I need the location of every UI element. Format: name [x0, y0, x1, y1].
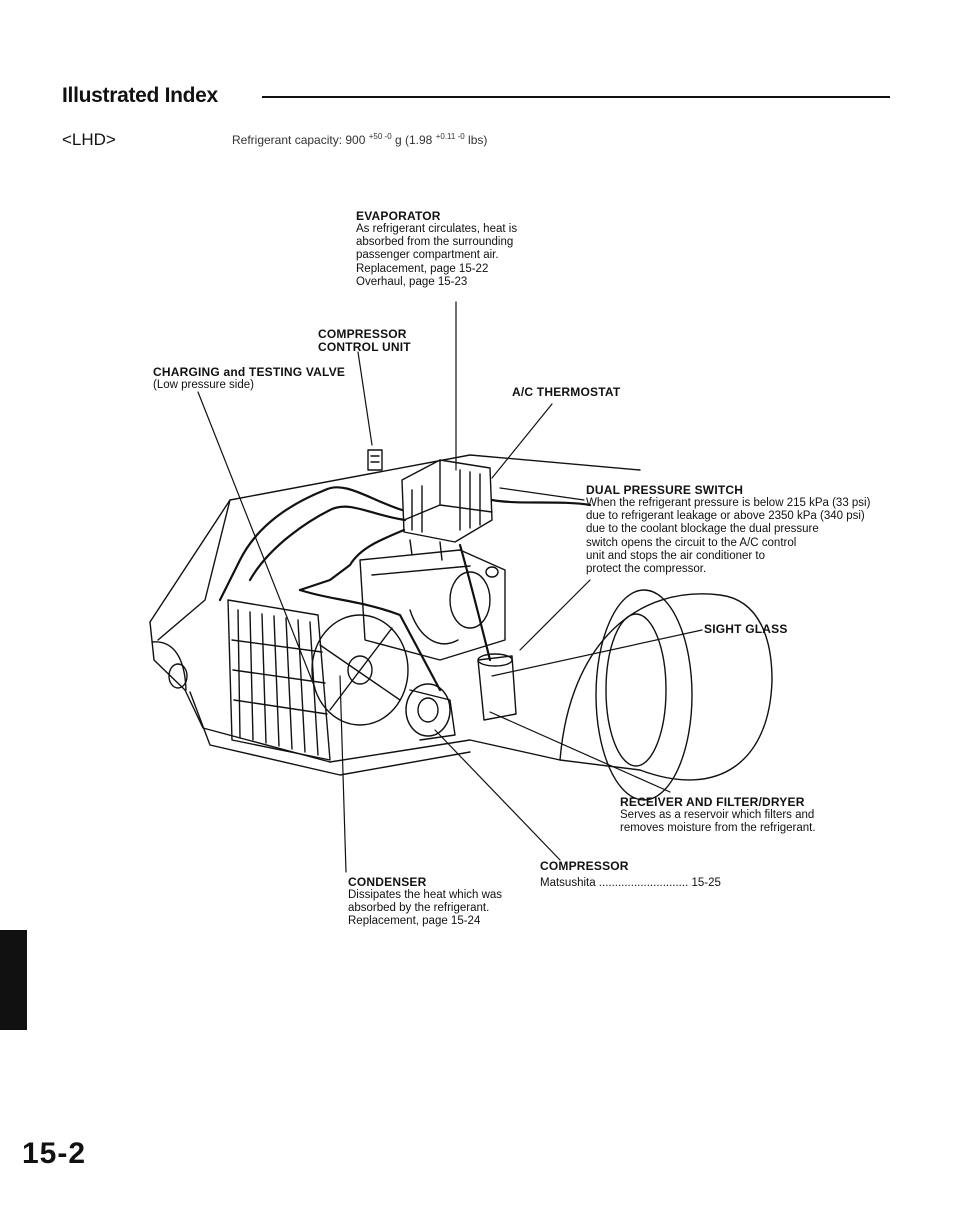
title-rule	[262, 96, 890, 98]
model-tag: <LHD>	[62, 130, 116, 149]
receiver-dryer-callout: RECEIVER AND FILTER/DRYER Serves as a re…	[620, 796, 816, 835]
ac-thermostat-label: A/C THERMOSTAT	[512, 385, 621, 399]
receiver-dryer-line: removes moisture from the refrigerant.	[620, 822, 816, 835]
leader-compressor-control-unit	[357, 351, 373, 446]
evaporator-line: As refrigerant circulates, heat is	[356, 223, 518, 235]
leader-dual-pressure-switch	[499, 487, 585, 501]
evaporator-unit	[401, 459, 493, 561]
dual-pressure-switch-line: due to refrigerant leakage or above 2350…	[586, 510, 865, 523]
condenser-unit	[227, 599, 331, 761]
compressor-unit	[405, 683, 456, 741]
capacity-tolerance-1: +50 -0	[368, 132, 392, 141]
page-number: 15-2	[22, 1137, 87, 1170]
leader-lines	[197, 301, 703, 873]
leader-receiver-dryer	[489, 711, 671, 793]
car-body	[149, 454, 641, 776]
dual-pressure-switch-line: unit and stops the air conditioner to	[586, 549, 766, 562]
compressor-control-unit-title: CONTROL UNIT	[318, 340, 411, 354]
evaporator-line: passenger compartment air.	[356, 249, 499, 262]
compressor-reference: Matsushita ............................ …	[540, 877, 721, 889]
cooling-fan	[311, 614, 409, 726]
charging-valve-title: CHARGING and TESTING VALVE	[153, 365, 346, 379]
condenser-line: Replacement, page 15-24	[348, 915, 481, 928]
leader-sight-glass	[491, 629, 703, 677]
compressor-title: COMPRESSOR	[540, 859, 629, 873]
dual-pressure-switch-line: due to the coolant blockage the dual pre…	[586, 523, 819, 536]
page-edge-tab	[0, 930, 27, 1030]
evaporator-line: absorbed from the surrounding	[356, 236, 514, 249]
evaporator-line: Overhaul, page 15-23	[356, 275, 468, 288]
condenser-line: absorbed by the refrigerant.	[348, 902, 490, 915]
leader-compressor	[434, 729, 561, 861]
dual-pressure-switch-line: protect the compressor.	[586, 563, 707, 576]
capacity-prefix: Refrigerant capacity: 900	[232, 133, 366, 147]
compressor-control-unit-title: COMPRESSOR	[318, 327, 407, 341]
evaporator-title: EVAPORATOR	[356, 209, 441, 223]
sight-glass-label: SIGHT GLASS	[704, 622, 788, 636]
receiver-dryer-unit	[477, 653, 517, 721]
section-title: Illustrated Index	[62, 84, 218, 107]
capacity-mid: g (1.98	[395, 133, 433, 147]
receiver-dryer-title: RECEIVER AND FILTER/DRYER	[620, 795, 805, 809]
front-wheel	[559, 589, 773, 801]
receiver-dryer-line: Serves as a reservoir which filters and	[620, 809, 815, 821]
dual-pressure-switch-line: switch opens the circuit to the A/C cont…	[586, 536, 797, 549]
compressor-callout: COMPRESSOR Matsushita ..................…	[540, 860, 721, 890]
control-unit	[367, 449, 383, 471]
refrigerant-capacity: Refrigerant capacity: 900 +50 -0 g (1.98…	[232, 132, 488, 147]
condenser-callout: CONDENSER Dissipates the heat which was …	[348, 876, 502, 929]
charging-valve-subtitle: (Low pressure side)	[153, 379, 254, 391]
evaporator-line: Replacement, page 15-22	[356, 262, 489, 275]
engine	[359, 549, 506, 661]
condenser-line: Dissipates the heat which was	[348, 889, 503, 901]
dual-pressure-switch-title: DUAL PRESSURE SWITCH	[586, 483, 744, 497]
charging-valve-callout: CHARGING and TESTING VALVE (Low pressure…	[153, 366, 345, 392]
condenser-title: CONDENSER	[348, 875, 427, 889]
dual-pressure-switch-callout: DUAL PRESSURE SWITCH When the refrigeran…	[586, 484, 870, 576]
dual-pressure-switch-line: When the refrigerant pressure is below 2…	[586, 497, 871, 509]
leader-charging-valve	[197, 391, 316, 689]
refrigerant-hoses	[218, 486, 592, 692]
evaporator-callout: EVAPORATOR As refrigerant circulates, he…	[356, 210, 517, 289]
leader-dual-pressure-switch-2	[519, 579, 591, 651]
leader-ac-thermostat	[491, 403, 553, 479]
capacity-suffix: lbs)	[468, 133, 488, 147]
capacity-tolerance-2: +0.11 -0	[435, 132, 465, 141]
compressor-control-unit-callout: COMPRESSOR CONTROL UNIT	[318, 328, 411, 354]
